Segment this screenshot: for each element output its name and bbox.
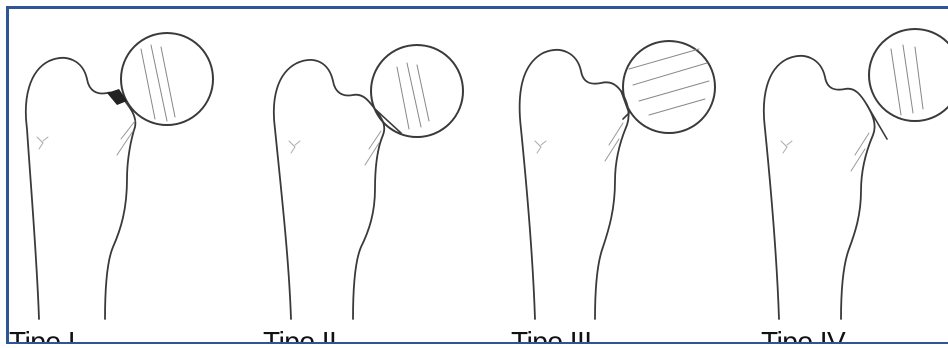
femur-type-2 (274, 45, 463, 319)
femur-type-4 (764, 29, 948, 319)
label-tipo-2: Tipo II (263, 327, 336, 344)
figure-frame: Tipo I Tipo II Tipo III Tipo IV (6, 6, 948, 344)
femur-type-3 (520, 41, 715, 319)
femur-type-1 (26, 33, 213, 319)
label-tipo-3: Tipo III (511, 327, 592, 344)
label-tipo-4: Tipo IV (761, 327, 845, 344)
garden-classification-diagram (9, 9, 948, 344)
label-tipo-1: Tipo I (9, 327, 75, 344)
